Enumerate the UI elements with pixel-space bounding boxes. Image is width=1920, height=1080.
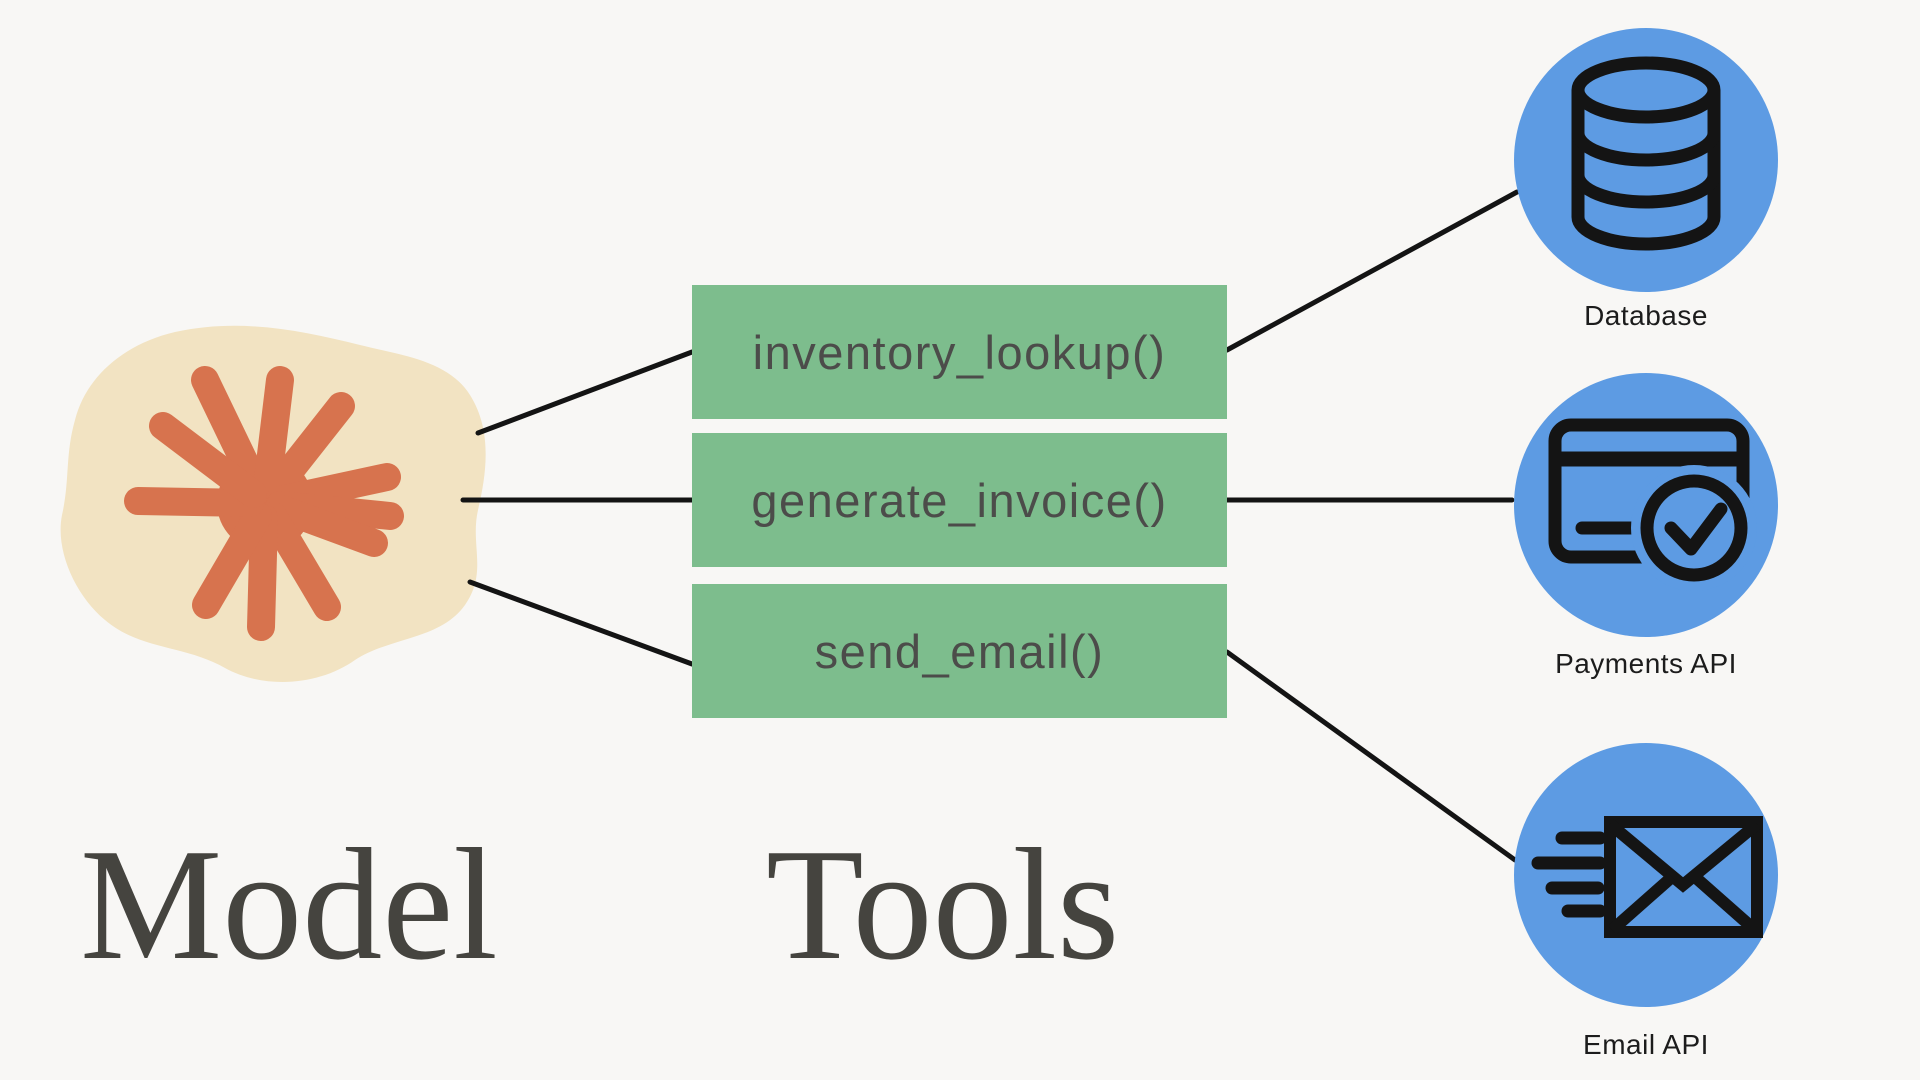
connector-model-to-email	[467, 579, 695, 667]
service-label-database: Database	[1584, 300, 1708, 331]
service-label-payments: Payments API	[1555, 648, 1737, 679]
tool-box-generate-invoice: generate_invoice()	[692, 433, 1227, 567]
tool-box-send-email: send_email()	[692, 584, 1227, 718]
connector-model-to-inventory	[475, 349, 695, 436]
connector-email-to-emailapi	[1224, 649, 1518, 863]
database-icon	[1571, 56, 1721, 251]
tool-box-label: inventory_lookup()	[752, 325, 1167, 379]
model-starburst-icon	[124, 366, 404, 641]
tools-title: Tools	[766, 815, 1120, 993]
model-title: Model	[80, 815, 498, 993]
tool-box-label: generate_invoice()	[751, 473, 1168, 527]
email-send-icon	[1531, 816, 1763, 938]
service-circle-email	[1514, 743, 1778, 1007]
service-label-email: Email API	[1583, 1029, 1709, 1060]
tool-box-label: send_email()	[814, 624, 1105, 678]
tool-box-inventory-lookup: inventory_lookup()	[692, 285, 1227, 419]
service-circle-database	[1514, 28, 1778, 292]
service-circle-payments	[1514, 373, 1778, 637]
credit-card-check-icon	[1548, 418, 1757, 591]
connector-inventory-to-database	[1224, 189, 1520, 353]
